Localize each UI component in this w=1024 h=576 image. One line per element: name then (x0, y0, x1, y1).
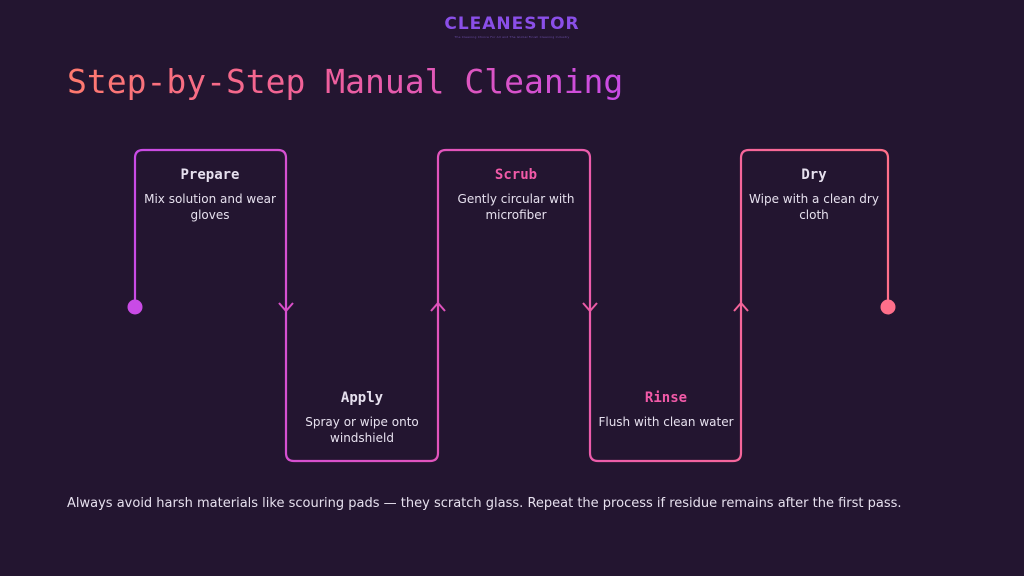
step-title: Prepare (180, 167, 240, 183)
arrow-up-icon (430, 301, 446, 312)
step-prepare: Prepare Mix solution and wear gloves (135, 167, 285, 223)
brand-logo: CLEANESTOR The Cleaning Choice For All a… (0, 14, 1024, 39)
step-apply: Apply Spray or wipe onto windshield (287, 390, 437, 446)
step-title: Apply (340, 390, 384, 406)
step-title: Scrub (494, 167, 538, 183)
footnote-text: Always avoid harsh materials like scouri… (67, 496, 902, 511)
step-description: Mix solution and wear gloves (144, 192, 276, 222)
step-dry: Dry Wipe with a clean dry cloth (739, 167, 889, 223)
brand-tagline: The Cleaning Choice For All and The Glob… (454, 35, 570, 39)
start-node (127, 299, 143, 315)
step-rinse: Rinse Flush with clean water (591, 390, 741, 430)
step-description: Spray or wipe onto windshield (305, 415, 419, 445)
arrow-up-icon (733, 301, 749, 312)
brand-name: CLEANESTOR (444, 14, 580, 34)
arrow-down-icon (278, 302, 294, 313)
step-description: Gently circular with microfiber (457, 192, 575, 222)
step-scrub: Scrub Gently circular with microfiber (441, 167, 591, 223)
flow-line (133, 148, 890, 463)
step-description: Wipe with a clean dry cloth (749, 192, 879, 222)
page-title: Step-by-Step Manual Cleaning (67, 62, 624, 101)
step-title: Dry (801, 167, 827, 183)
step-description: Flush with clean water (598, 415, 734, 429)
end-node (880, 299, 896, 315)
arrow-down-icon (582, 302, 598, 313)
step-title: Rinse (644, 390, 688, 406)
